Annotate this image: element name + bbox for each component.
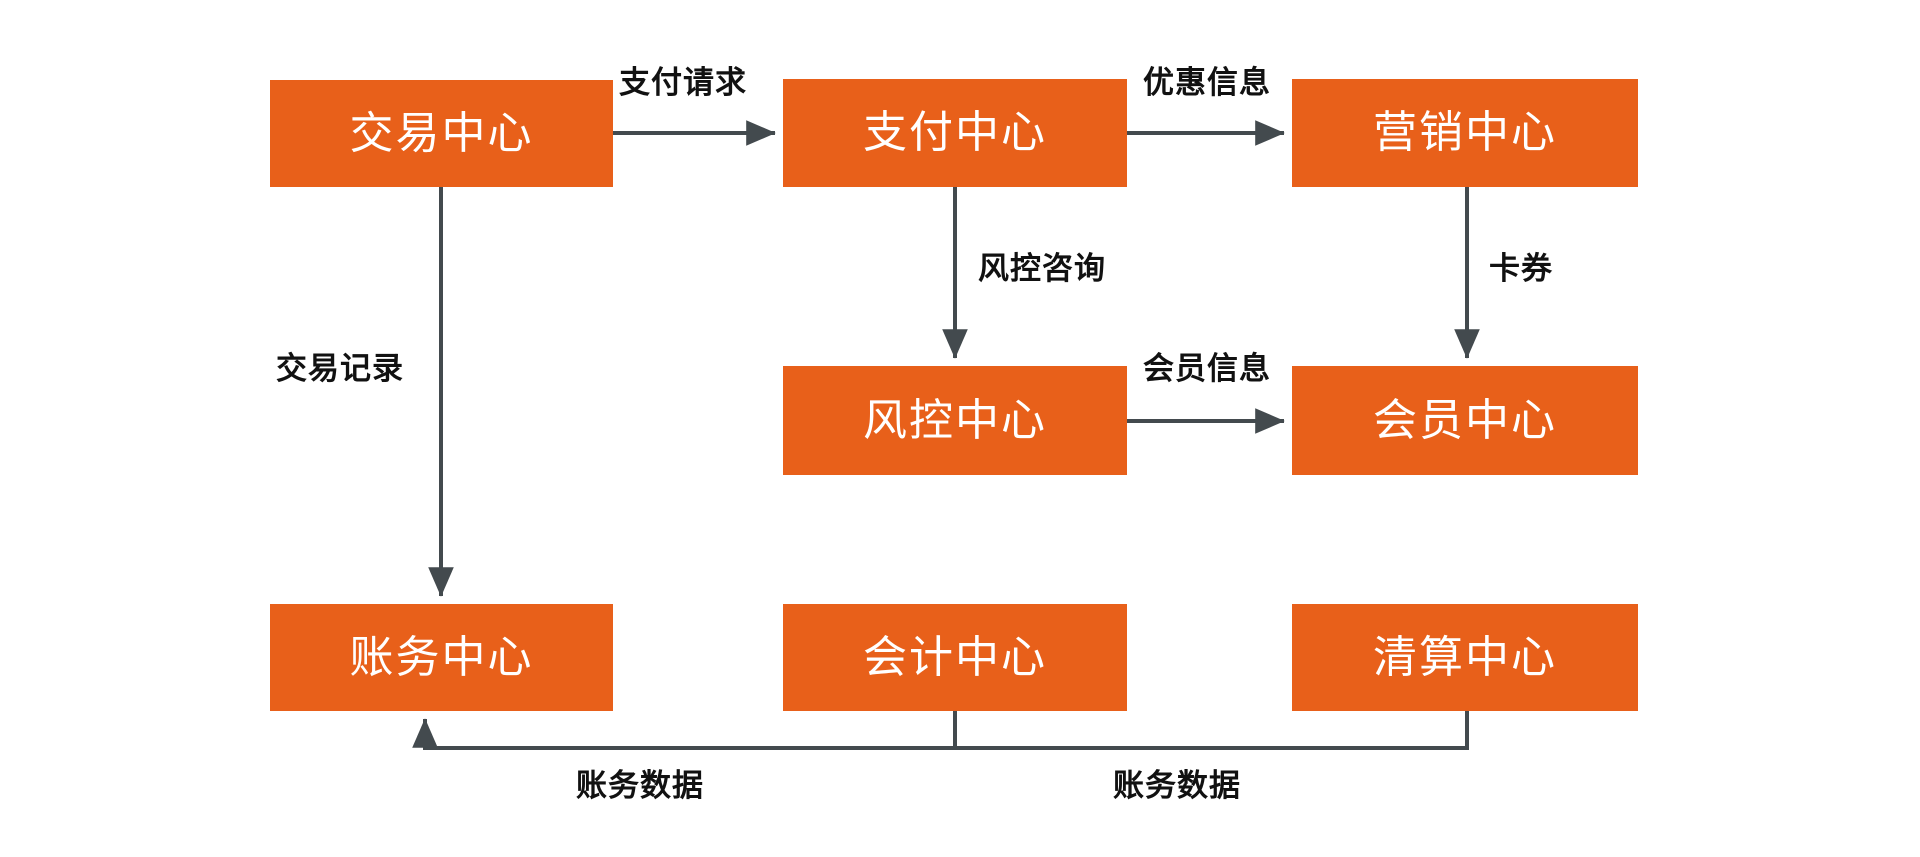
node-trade-center[interactable]: 交易中心	[270, 80, 613, 187]
edge-label-promotion-info: 优惠信息	[1143, 65, 1271, 100]
node-label: 交易中心	[349, 108, 534, 158]
node-label: 支付中心	[863, 108, 1047, 157]
node-clearing-center[interactable]: 清算中心	[1292, 604, 1638, 711]
edge-label-trade-record: 交易记录	[276, 351, 404, 386]
node-label: 营销中心	[1373, 108, 1557, 157]
edge-label-payment-request: 支付请求	[619, 65, 747, 100]
edge-label-account-data-left: 账务数据	[576, 768, 704, 803]
edge-label-account-data-right: 账务数据	[1113, 768, 1241, 803]
node-member-center[interactable]: 会员中心	[1292, 366, 1638, 475]
node-payment-center[interactable]: 支付中心	[783, 79, 1127, 187]
connector-clearing-to-account	[955, 711, 1469, 750]
edge-label-coupon: 卡券	[1489, 251, 1553, 286]
node-label: 风控中心	[863, 395, 1047, 445]
edge-label-member-info: 会员信息	[1143, 351, 1271, 386]
node-account-center[interactable]: 账务中心	[270, 604, 613, 711]
node-label: 账务中心	[349, 632, 534, 682]
node-accounting-center[interactable]: 会计中心	[783, 604, 1127, 711]
node-label: 会员中心	[1373, 395, 1557, 445]
edge-label-risk-consult: 风控咨询	[978, 251, 1106, 286]
node-marketing-center[interactable]: 营销中心	[1292, 79, 1638, 187]
node-risk-center[interactable]: 风控中心	[783, 366, 1127, 475]
node-label: 会计中心	[863, 632, 1047, 682]
node-label: 清算中心	[1373, 632, 1557, 682]
connector-accounting-to-account	[412, 711, 957, 750]
